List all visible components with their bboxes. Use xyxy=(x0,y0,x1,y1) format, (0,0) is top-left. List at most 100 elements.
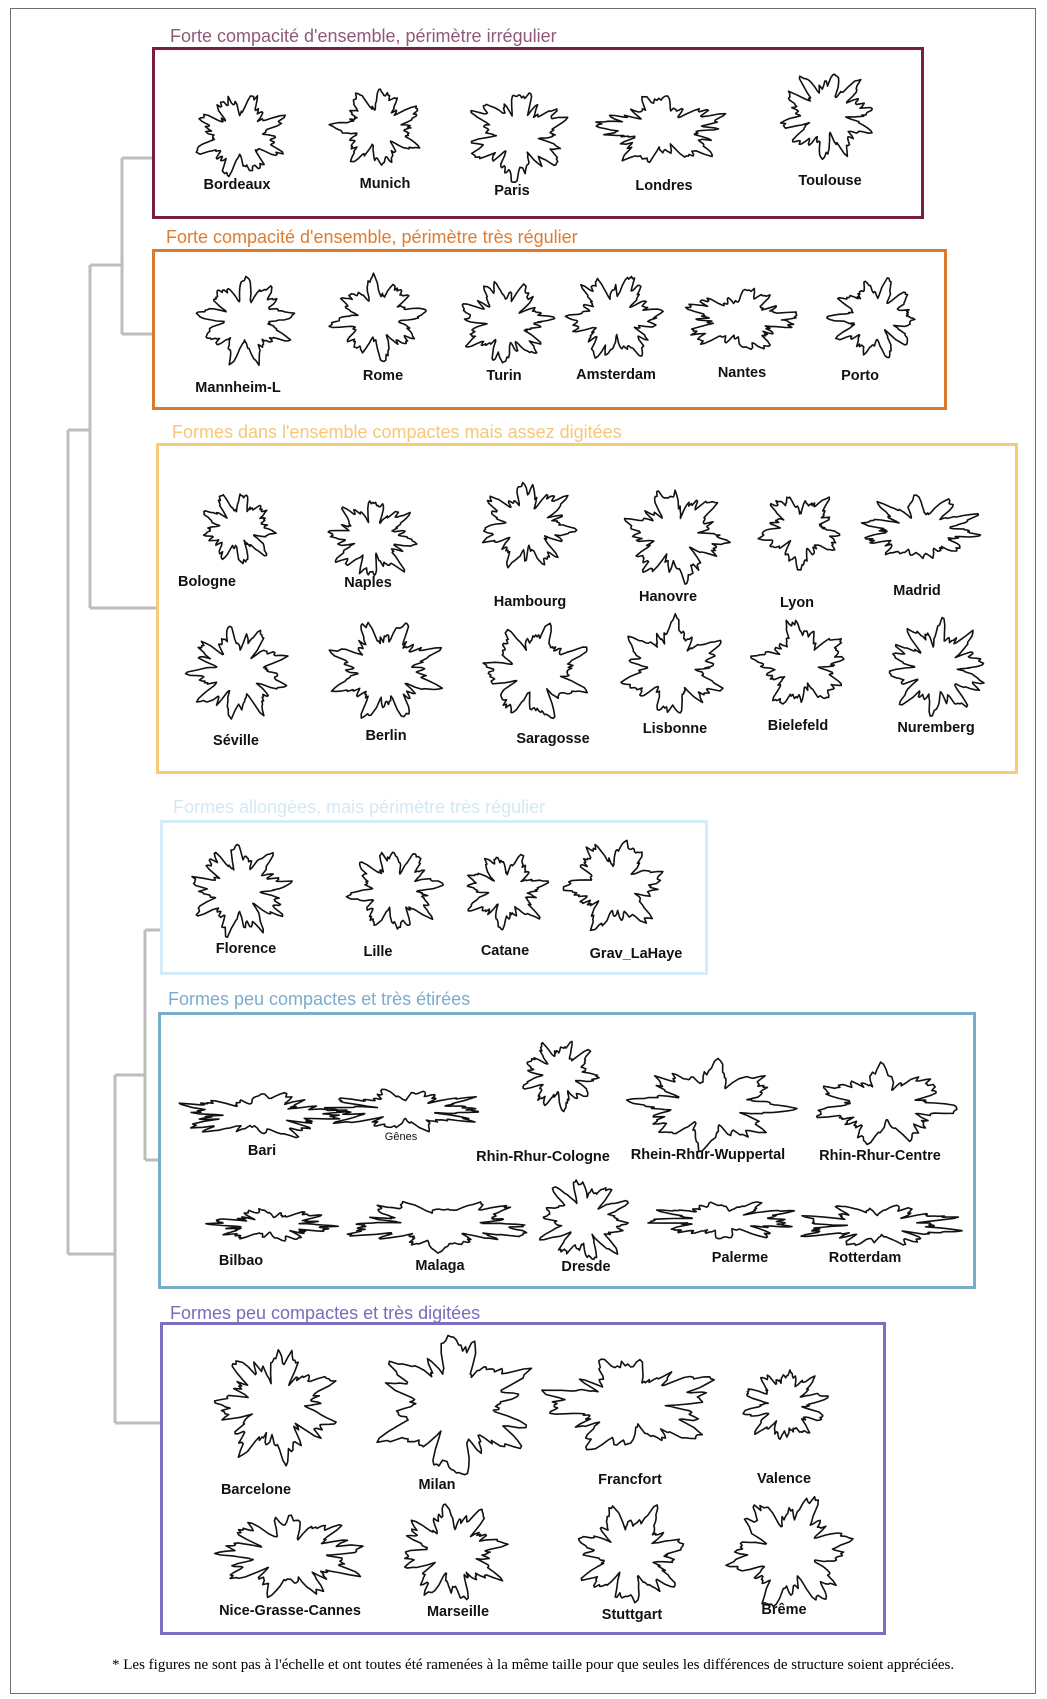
city-label-francfort: Francfort xyxy=(598,1472,662,1488)
group-box-2 xyxy=(152,249,947,410)
city-shape-rhin-rhur-cologne xyxy=(522,1040,600,1113)
city-shape-paris xyxy=(470,92,569,183)
city-shape-bordeaux xyxy=(195,94,286,178)
group-title-1: Forte compacité d'ensemble, périmètre ir… xyxy=(170,26,557,46)
city-shape-francfort xyxy=(541,1358,715,1451)
city-label-mannheim-l: Mannheim-L xyxy=(195,380,281,396)
city-shape-rome xyxy=(328,272,427,363)
city-label-berlin: Berlin xyxy=(365,728,407,744)
city-label-nuremberg: Nuremberg xyxy=(897,720,975,736)
city-shape-malaga xyxy=(346,1200,528,1254)
city-label-lisbonne: Lisbonne xyxy=(642,721,708,737)
city-shape-genes xyxy=(323,1088,480,1133)
city-label-milan: Milan xyxy=(418,1477,456,1493)
city-shape-seville xyxy=(184,625,289,720)
city-label-stuttgart: Stuttgart xyxy=(601,1607,663,1623)
city-label-marseille: Marseille xyxy=(426,1604,490,1620)
city-shape-mannheim-l xyxy=(195,275,296,366)
city-label-bordeaux: Bordeaux xyxy=(203,177,271,193)
city-shape-marseille xyxy=(404,1503,509,1601)
city-shape-catane xyxy=(466,853,550,931)
city-label-bologne: Bologne xyxy=(178,574,236,590)
group-title-2: Forte compacité d'ensemble, périmètre tr… xyxy=(166,227,578,247)
city-label-toulouse: Toulouse xyxy=(798,173,862,189)
city-label-rhin-rhur-centre: Rhin-Rhur-Centre xyxy=(819,1148,941,1164)
city-label-palerme: Palerme xyxy=(711,1250,769,1266)
city-label-genes: Gênes xyxy=(384,1131,418,1143)
city-label-catane: Catane xyxy=(480,943,530,959)
city-shape-nantes xyxy=(684,287,798,350)
city-label-lyon: Lyon xyxy=(779,595,815,611)
city-shape-rhein-rhur-wuppertal xyxy=(625,1057,798,1153)
city-shape-grav-lahaye xyxy=(562,839,664,932)
city-label-barcelone: Barcelone xyxy=(220,1482,292,1498)
group-box-4 xyxy=(160,820,708,975)
city-label-bielefeld: Bielefeld xyxy=(767,718,829,734)
city-label-nice-grasse-cannes: Nice-Grasse-Cannes xyxy=(219,1603,361,1619)
group-title-4: Formes allongées, mais périmètre très ré… xyxy=(173,797,546,817)
city-shape-toulouse xyxy=(779,73,873,161)
group-box-5 xyxy=(158,1012,976,1289)
city-label-paris: Paris xyxy=(494,183,530,199)
city-shape-milan xyxy=(376,1334,533,1476)
city-label-valence: Valence xyxy=(756,1471,812,1487)
city-shape-nice-grasse-cannes xyxy=(213,1514,364,1599)
city-label-rhein-rhur-wuppertal: Rhein-Rhur-Wuppertal xyxy=(630,1147,786,1163)
city-label-porto: Porto xyxy=(841,368,879,384)
city-label-amsterdam: Amsterdam xyxy=(576,367,656,383)
city-shape-bilbao xyxy=(205,1207,340,1242)
group-title-6: Formes peu compactes et très digitées xyxy=(170,1303,481,1323)
city-shape-lyon xyxy=(757,496,841,571)
city-shape-dresde xyxy=(538,1179,629,1261)
footnote: * Les figures ne sont pas à l'échelle et… xyxy=(112,1657,955,1673)
city-label-rotterdam: Rotterdam xyxy=(828,1250,902,1266)
city-shape-hanovre xyxy=(623,489,731,585)
city-label-turin: Turin xyxy=(486,368,522,384)
city-label-seville: Séville xyxy=(213,733,259,749)
group-box-3 xyxy=(156,443,1018,774)
city-shape-lille xyxy=(345,851,444,930)
city-shape-munich xyxy=(328,88,421,166)
city-label-rhin-rhur-cologne: Rhin-Rhur-Cologne xyxy=(476,1149,610,1165)
city-shape-naples xyxy=(327,500,418,577)
city-label-bari: Bari xyxy=(247,1143,277,1159)
city-label-munich: Munich xyxy=(359,176,411,192)
city-shape-florence xyxy=(191,843,293,939)
city-shape-porto xyxy=(826,277,916,359)
city-shape-valence xyxy=(742,1369,829,1440)
city-label-nantes: Nantes xyxy=(717,365,767,381)
city-shape-saragosse xyxy=(482,622,588,720)
city-label-naples: Naples xyxy=(344,575,392,591)
group-box-1 xyxy=(152,47,924,219)
figure-frame xyxy=(10,8,1036,1694)
city-label-bilbao: Bilbao xyxy=(218,1253,264,1269)
city-label-hambourg: Hambourg xyxy=(493,594,567,610)
city-shape-bari xyxy=(178,1091,350,1139)
city-shape-nuremberg xyxy=(888,616,985,717)
city-label-dresde: Dresde xyxy=(561,1259,611,1275)
city-shape-berlin xyxy=(328,621,444,719)
city-shape-lisbonne xyxy=(620,613,724,714)
city-label-malaga: Malaga xyxy=(415,1258,465,1274)
city-shape-londres xyxy=(595,95,727,164)
city-shape-turin xyxy=(461,280,556,364)
group-title-3: Formes dans l'ensemble compactes mais as… xyxy=(172,422,622,442)
city-label-florence: Florence xyxy=(215,941,277,957)
city-shape-breme xyxy=(725,1495,854,1608)
city-label-hanovre: Hanovre xyxy=(638,589,698,605)
city-shape-rotterdam xyxy=(800,1204,963,1246)
city-label-madrid: Madrid xyxy=(893,583,941,599)
city-shape-barcelone xyxy=(213,1349,337,1467)
city-label-breme: Brême xyxy=(761,1602,807,1618)
group-box-6 xyxy=(160,1322,886,1635)
city-label-saragosse: Saragosse xyxy=(516,731,590,747)
city-label-grav-lahaye: Grav_LaHaye xyxy=(589,946,683,962)
city-shape-bologne xyxy=(202,493,277,565)
dendrogram-lines xyxy=(66,156,160,1425)
city-label-rome: Rome xyxy=(362,368,404,384)
city-shape-amsterdam xyxy=(564,275,664,359)
city-label-lille: Lille xyxy=(363,944,393,960)
